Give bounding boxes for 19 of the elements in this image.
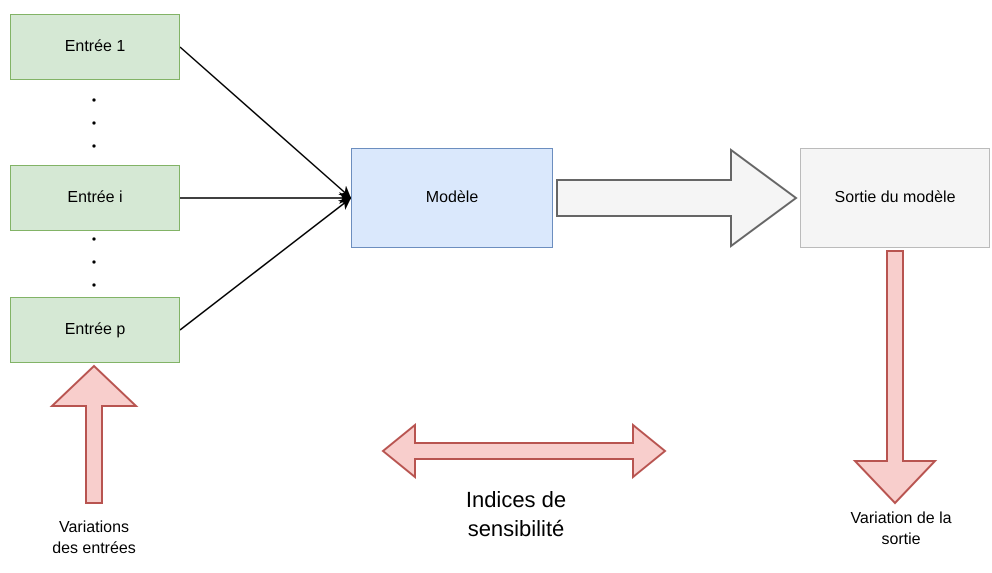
arrow	[180, 192, 351, 204]
block-arrow	[50, 364, 138, 504]
box-label: Entrée p	[64, 320, 126, 340]
box-label: Entrée i	[67, 188, 123, 208]
block-arrow	[852, 250, 938, 504]
caption-text: Variation de la sortie	[849, 509, 953, 550]
block-arrow	[556, 148, 798, 248]
output-box	[800, 148, 990, 248]
model-box	[351, 148, 553, 248]
input-box	[10, 14, 180, 80]
caption-text: Variations des entrées	[51, 518, 137, 559]
box-label: Sortie du modèle	[834, 188, 956, 208]
caption-text: Indices de sensibilité	[464, 486, 568, 543]
arrow	[180, 197, 352, 331]
box-label: Entrée 1	[64, 36, 126, 57]
input-box	[10, 297, 180, 363]
arrow	[180, 46, 352, 199]
box-label: Modèle	[426, 188, 478, 208]
input-box	[10, 165, 180, 231]
